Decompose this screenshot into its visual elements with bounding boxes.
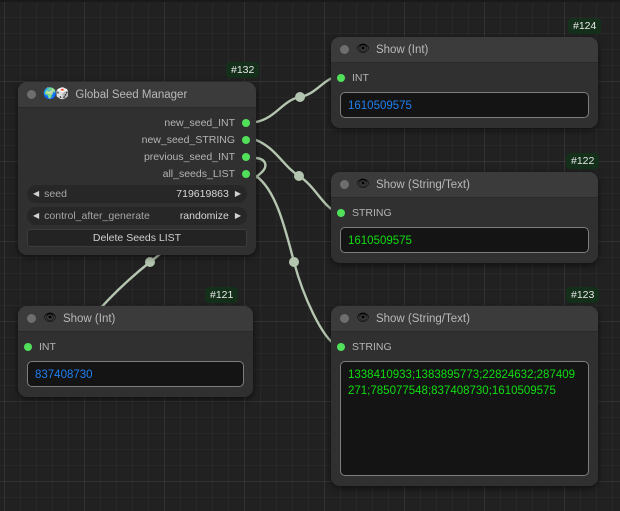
node-header[interactable]: 👁 Show (String/Text) <box>331 306 598 332</box>
port-label: STRING <box>352 340 392 353</box>
globe-die-emoji-icon: 🌍🎲 <box>43 88 69 100</box>
node-title: Show (Int) <box>375 43 429 56</box>
port-label: all_seeds_LIST <box>162 167 235 180</box>
delete-seeds-list-button[interactable]: Delete Seeds LIST <box>27 229 247 247</box>
widget-seed[interactable]: ◀ seed 719619863 ▶ <box>27 185 247 203</box>
input-port-string[interactable]: STRING <box>331 204 598 221</box>
eye-icon: 👁 <box>43 312 57 324</box>
port-label: new_seed_INT <box>164 116 235 129</box>
node-id-badge-124: #124 <box>568 18 602 34</box>
node-title: Show (Int) <box>62 312 116 325</box>
value-display-string[interactable]: 1610509575 <box>340 227 589 253</box>
wire-midpoint-dot <box>145 257 155 267</box>
collapse-dot-icon[interactable] <box>27 90 36 99</box>
eye-icon: 👁 <box>356 43 370 55</box>
widget-value[interactable]: randomize <box>179 210 229 222</box>
node-body: STRING 1338410933;1383895773;22824632;28… <box>331 332 598 486</box>
eye-icon: 👁 <box>356 178 370 190</box>
wire-midpoint-dot <box>289 257 299 267</box>
node-header[interactable]: 👁 Show (String/Text) <box>331 172 598 198</box>
node-header[interactable]: 🌍🎲 Global Seed Manager <box>18 82 256 108</box>
port-label: previous_seed_INT <box>143 150 235 163</box>
input-port-int[interactable]: INT <box>18 338 253 355</box>
node-header[interactable]: 👁 Show (Int) <box>18 306 253 332</box>
widget-control-after-generate[interactable]: ◀ control_after_generate randomize ▶ <box>27 207 247 225</box>
collapse-dot-icon[interactable] <box>340 45 349 54</box>
port-dot-icon[interactable] <box>242 135 250 144</box>
node-title: Show (String/Text) <box>375 312 470 325</box>
node-body: STRING 1610509575 <box>331 198 598 263</box>
widget-value[interactable]: 719619863 <box>176 188 229 200</box>
port-dot-icon[interactable] <box>337 73 345 82</box>
node-id-badge-122: #122 <box>566 153 600 169</box>
increment-arrow-icon[interactable]: ▶ <box>234 189 241 198</box>
value-display-int[interactable]: 1610509575 <box>340 92 589 118</box>
node-title: Global Seed Manager <box>75 88 188 101</box>
output-port-new-seed-string[interactable]: new_seed_STRING <box>18 131 256 148</box>
node-id-badge-123: #123 <box>566 287 600 303</box>
decrement-arrow-icon[interactable]: ◀ <box>33 189 40 198</box>
node-id-badge-132: #132 <box>226 62 260 78</box>
port-dot-icon[interactable] <box>337 208 345 217</box>
canvas-top-edge <box>0 0 620 2</box>
node-body: INT 837408730 <box>18 332 253 397</box>
port-dot-icon[interactable] <box>242 169 250 178</box>
value-display-string-list[interactable]: 1338410933;1383895773;22824632;287409271… <box>340 361 589 476</box>
collapse-dot-icon[interactable] <box>340 314 349 323</box>
wire-132-to-123 <box>254 174 339 348</box>
port-label: STRING <box>352 206 392 219</box>
output-port-all-seeds-list[interactable]: all_seeds_LIST <box>18 165 256 182</box>
node-body: new_seed_INT new_seed_STRING previous_se… <box>18 108 256 255</box>
node-show-string-122[interactable]: 👁 Show (String/Text) STRING 1610509575 <box>331 172 598 263</box>
node-title: Show (String/Text) <box>375 178 470 191</box>
wire-midpoint-dot <box>295 92 305 102</box>
port-label: INT <box>352 71 369 84</box>
collapse-dot-icon[interactable] <box>340 180 349 189</box>
port-dot-icon[interactable] <box>242 118 250 127</box>
widget-label: control_after_generate <box>44 210 150 222</box>
node-show-int-124[interactable]: 👁 Show (Int) INT 1610509575 <box>331 37 598 128</box>
port-dot-icon[interactable] <box>337 342 345 351</box>
widget-group: ◀ seed 719619863 ▶ ◀ control_after_gener… <box>18 182 256 247</box>
collapse-dot-icon[interactable] <box>27 314 36 323</box>
output-port-new-seed-int[interactable]: new_seed_INT <box>18 114 256 131</box>
widget-label: seed <box>44 188 67 200</box>
node-show-int-121[interactable]: 👁 Show (Int) INT 837408730 <box>18 306 253 397</box>
port-label: INT <box>39 340 56 353</box>
input-port-int[interactable]: INT <box>331 69 598 86</box>
node-global-seed-manager[interactable]: 🌍🎲 Global Seed Manager new_seed_INT new_… <box>18 82 256 255</box>
port-dot-icon[interactable] <box>24 342 32 351</box>
value-display-int[interactable]: 837408730 <box>27 361 244 387</box>
previous-option-arrow-icon[interactable]: ◀ <box>33 211 40 220</box>
node-body: INT 1610509575 <box>331 63 598 128</box>
eye-icon: 👁 <box>356 312 370 324</box>
wire-132-to-122 <box>254 138 339 214</box>
node-id-badge-121: #121 <box>205 287 239 303</box>
port-dot-icon[interactable] <box>242 152 250 161</box>
wire-132-to-124 <box>254 75 339 124</box>
node-show-string-123[interactable]: 👁 Show (String/Text) STRING 1338410933;1… <box>331 306 598 486</box>
node-header[interactable]: 👁 Show (Int) <box>331 37 598 63</box>
wire-midpoint-dot <box>294 171 304 181</box>
port-label: new_seed_STRING <box>141 133 235 146</box>
next-option-arrow-icon[interactable]: ▶ <box>234 211 241 220</box>
output-port-previous-seed-int[interactable]: previous_seed_INT <box>18 148 256 165</box>
input-port-string[interactable]: STRING <box>331 338 598 355</box>
